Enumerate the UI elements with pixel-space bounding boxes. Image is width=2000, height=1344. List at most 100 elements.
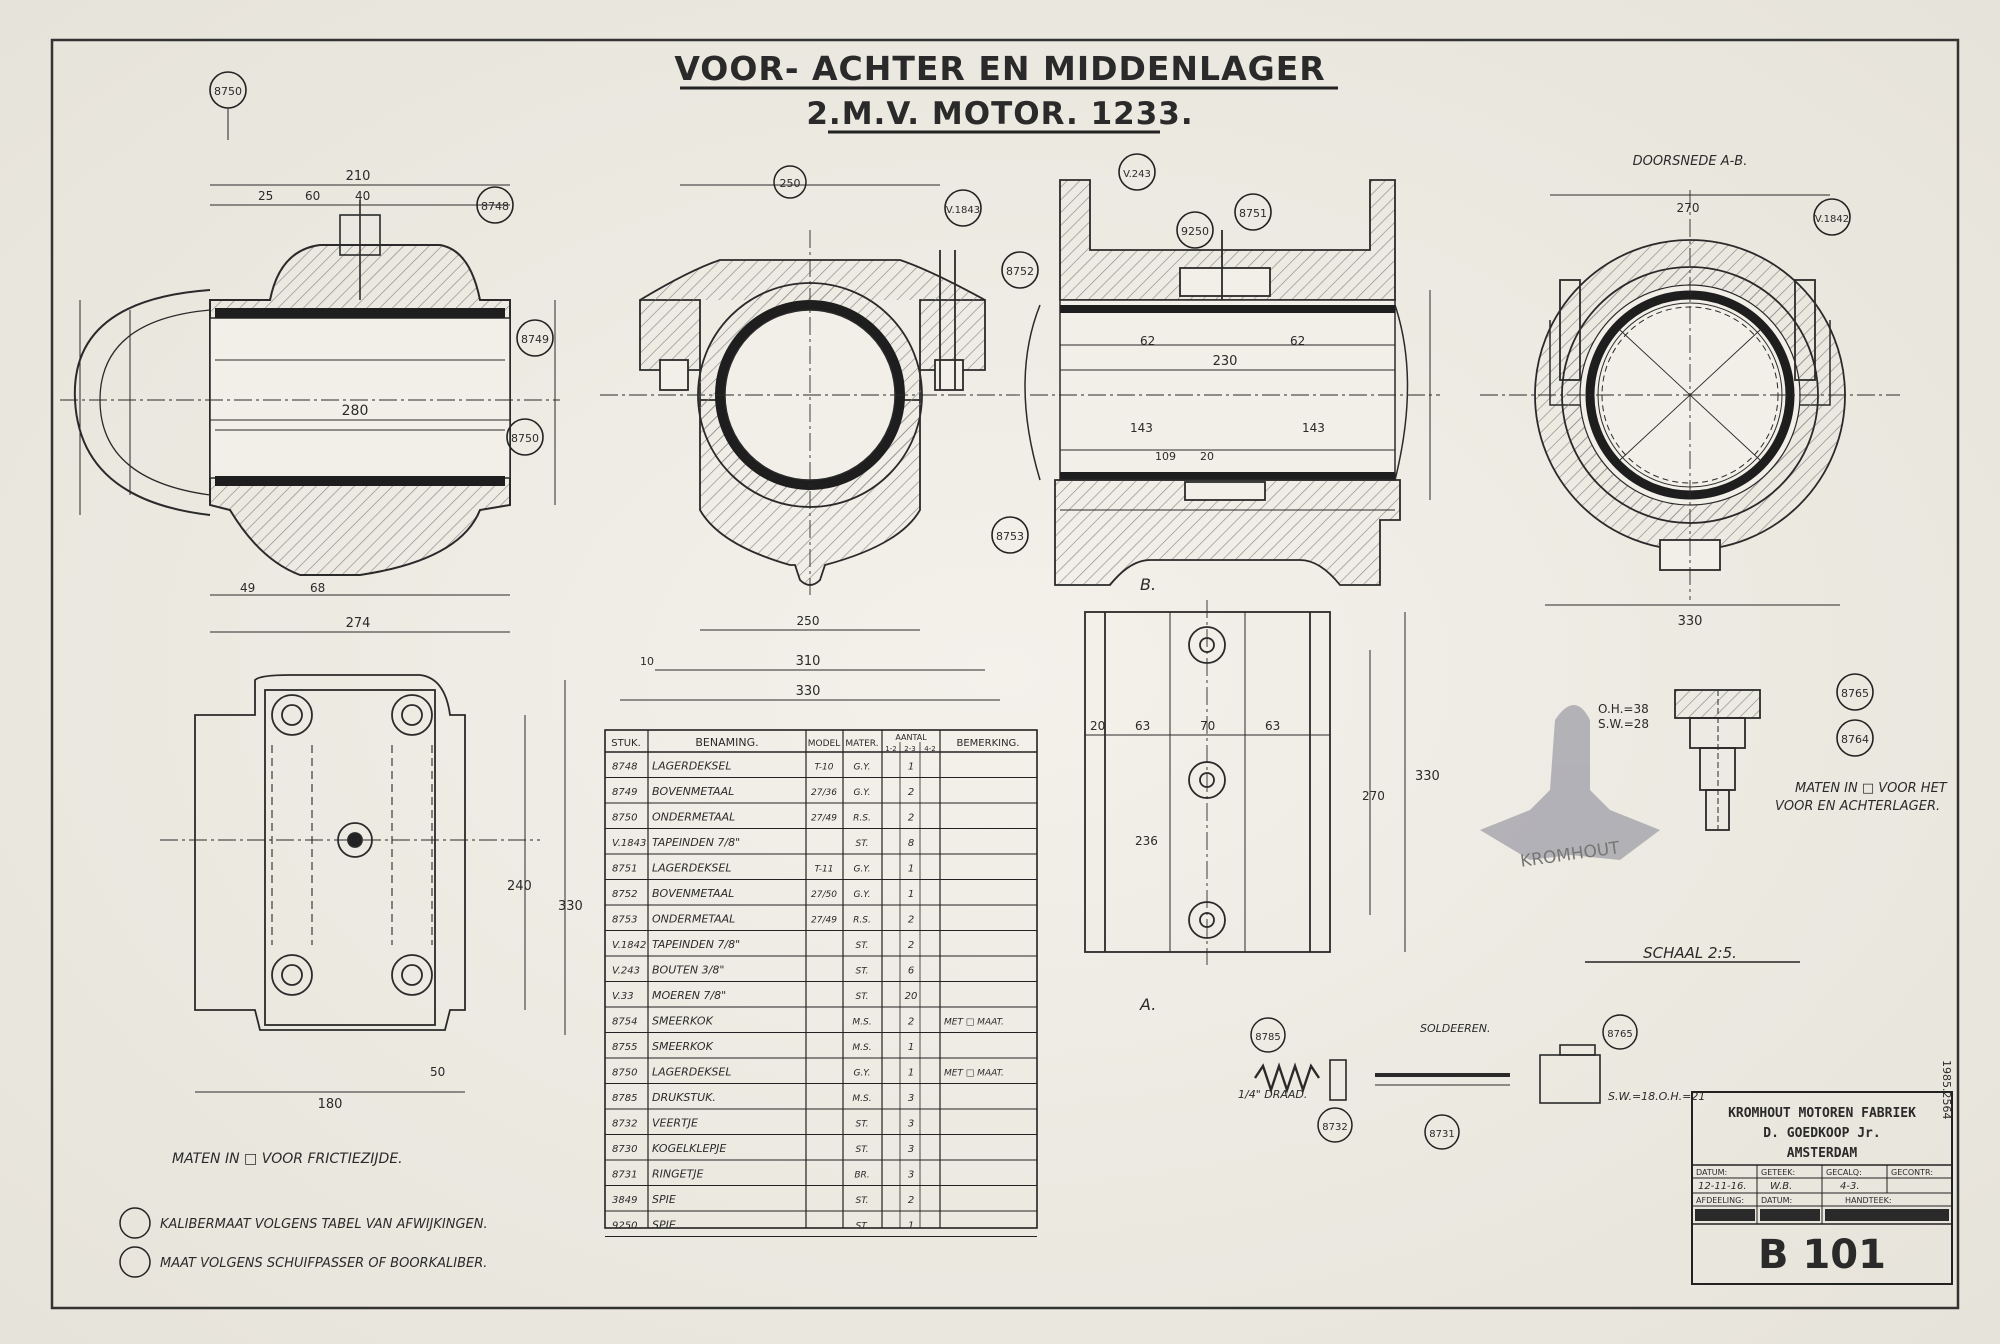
legend-notes: KALIBERMAAT VOLGENS TABEL VAN AFWIJKINGE… bbox=[119, 1207, 488, 1278]
table-cell: ST. bbox=[855, 941, 868, 951]
table-cell: G.Y. bbox=[853, 788, 870, 798]
table-cell: G.Y. bbox=[853, 1068, 870, 1078]
svg-text:9250: 9250 bbox=[1181, 225, 1209, 238]
dim-274: 274 bbox=[346, 616, 371, 631]
legend-note-1: KALIBERMAAT VOLGENS TABEL VAN AFWIJKINGE… bbox=[160, 1217, 488, 1232]
svg-text:8750: 8750 bbox=[214, 85, 242, 98]
dim-70: 70 bbox=[1200, 719, 1215, 733]
callout-9250: 9250 bbox=[1176, 211, 1214, 249]
tb-v-gecalq: 4-3. bbox=[1840, 1181, 1860, 1192]
table-cell: G.Y. bbox=[853, 762, 870, 772]
svg-text:8753: 8753 bbox=[996, 530, 1024, 543]
note-front-rear-1: MATEN IN □ VOOR HET bbox=[1795, 781, 1948, 796]
table-cell: 8730 bbox=[612, 1144, 637, 1155]
svg-text:8752: 8752 bbox=[1006, 265, 1034, 278]
table-cell: 1 bbox=[908, 1042, 914, 1053]
th-aantal-sub-3: 4-2 bbox=[924, 745, 935, 753]
table-cell: 2 bbox=[908, 940, 914, 951]
dim-oh38: O.H.=38 bbox=[1598, 702, 1649, 716]
dim-330-middle: 330 bbox=[1415, 769, 1440, 784]
table-cell: 27/50 bbox=[811, 890, 837, 900]
table-cell: 1 bbox=[908, 761, 914, 772]
tb-h-handteek: HANDTEEK: bbox=[1845, 1196, 1892, 1205]
callout-8785-left: 8785 bbox=[1250, 1017, 1286, 1053]
table-cell: KOGELKLEPJE bbox=[652, 1142, 726, 1155]
table-cell: MET □ MAAT. bbox=[944, 1068, 1004, 1078]
dim-20-plan: 20 bbox=[1090, 719, 1105, 733]
svg-text:V.1843: V.1843 bbox=[946, 205, 980, 216]
table-cell: R.S. bbox=[853, 915, 871, 925]
dim-250-lower: 250 bbox=[797, 614, 820, 628]
table-cell: 9250 bbox=[612, 1220, 637, 1231]
callout-8751: 8751 bbox=[1234, 193, 1272, 231]
table-cell: MET □ MAAT. bbox=[944, 1017, 1004, 1027]
dim-25: 25 bbox=[258, 189, 273, 203]
table-cell: V.1843 bbox=[612, 838, 646, 849]
table-cell: 8748 bbox=[612, 761, 637, 772]
table-cell: ST. bbox=[855, 966, 868, 976]
svg-text:8750: 8750 bbox=[511, 432, 539, 445]
view-lubricator-detail bbox=[1674, 689, 1761, 831]
legend-circle-2 bbox=[119, 1246, 151, 1278]
tb-h-datum: DATUM: bbox=[1696, 1168, 1727, 1177]
parts-table: STUK. BENAMING. MODEL MATER. AANTAL 1-2 … bbox=[604, 729, 1038, 1237]
svg-text:8749: 8749 bbox=[521, 333, 549, 346]
note-soldeeren: SOLDEEREN. bbox=[1420, 1022, 1490, 1035]
table-cell: ST. bbox=[855, 1196, 868, 1206]
note-sw18: S.W.=18.O.H.=21 bbox=[1608, 1090, 1705, 1103]
dim-270-plan: 270 bbox=[1362, 789, 1385, 803]
callout-8753: 8753 bbox=[991, 516, 1029, 554]
table-cell: 3 bbox=[908, 1118, 914, 1129]
table-cell: BOVENMETAAL bbox=[652, 785, 734, 798]
callout-8765-right: 8765 bbox=[1602, 1014, 1638, 1050]
callout-8750-side: 8750 bbox=[506, 418, 544, 456]
table-cell: 8 bbox=[908, 838, 914, 849]
table-cell: M.S. bbox=[852, 1043, 871, 1053]
tb-h-geteek: GETEEK: bbox=[1761, 1168, 1795, 1177]
table-cell: 8752 bbox=[612, 889, 637, 900]
scale-label: SCHAAL 2:5. bbox=[1643, 944, 1737, 962]
dim-210: 210 bbox=[346, 169, 371, 184]
table-cell: VEERTJE bbox=[652, 1116, 698, 1129]
view-side-section-left bbox=[60, 184, 560, 633]
svg-text:8732: 8732 bbox=[1322, 1122, 1347, 1133]
dim-sw28: S.W.=28 bbox=[1598, 717, 1649, 731]
th-stuk: STUK. bbox=[611, 738, 641, 749]
table-cell: 1 bbox=[908, 863, 914, 874]
dim-280: 280 bbox=[342, 403, 369, 419]
table-cell: 27/36 bbox=[811, 788, 837, 798]
svg-text:8785: 8785 bbox=[1255, 1032, 1280, 1043]
th-bemerking: BEMERKING. bbox=[957, 738, 1020, 749]
table-cell: 8750 bbox=[612, 812, 637, 823]
table-cell: TAPEINDEN 7/8" bbox=[652, 836, 740, 849]
table-cell: BR. bbox=[854, 1170, 869, 1180]
dim-230: 230 bbox=[1213, 354, 1238, 369]
dim-330: 330 bbox=[796, 684, 821, 699]
table-cell: 2 bbox=[908, 812, 914, 823]
dim-60: 60 bbox=[305, 189, 320, 203]
table-cell: 2 bbox=[908, 914, 914, 925]
table-cell: MOEREN 7/8" bbox=[652, 989, 726, 1002]
table-cell: 3 bbox=[908, 1169, 914, 1180]
drawing-border bbox=[50, 38, 1960, 1310]
tb-company-2: D. GOEDKOOP Jr. bbox=[1763, 1126, 1880, 1141]
table-cell: 8750 bbox=[612, 1067, 637, 1078]
note-draad: 1/4" DRAAD. bbox=[1238, 1088, 1307, 1101]
callout-8732: 8732 bbox=[1317, 1107, 1353, 1143]
table-cell: 8785 bbox=[612, 1093, 637, 1104]
callout-250: 250 bbox=[773, 165, 807, 199]
th-mater: MATER. bbox=[845, 739, 878, 749]
table-cell: 8755 bbox=[612, 1042, 637, 1053]
table-cell: V.243 bbox=[612, 965, 640, 976]
